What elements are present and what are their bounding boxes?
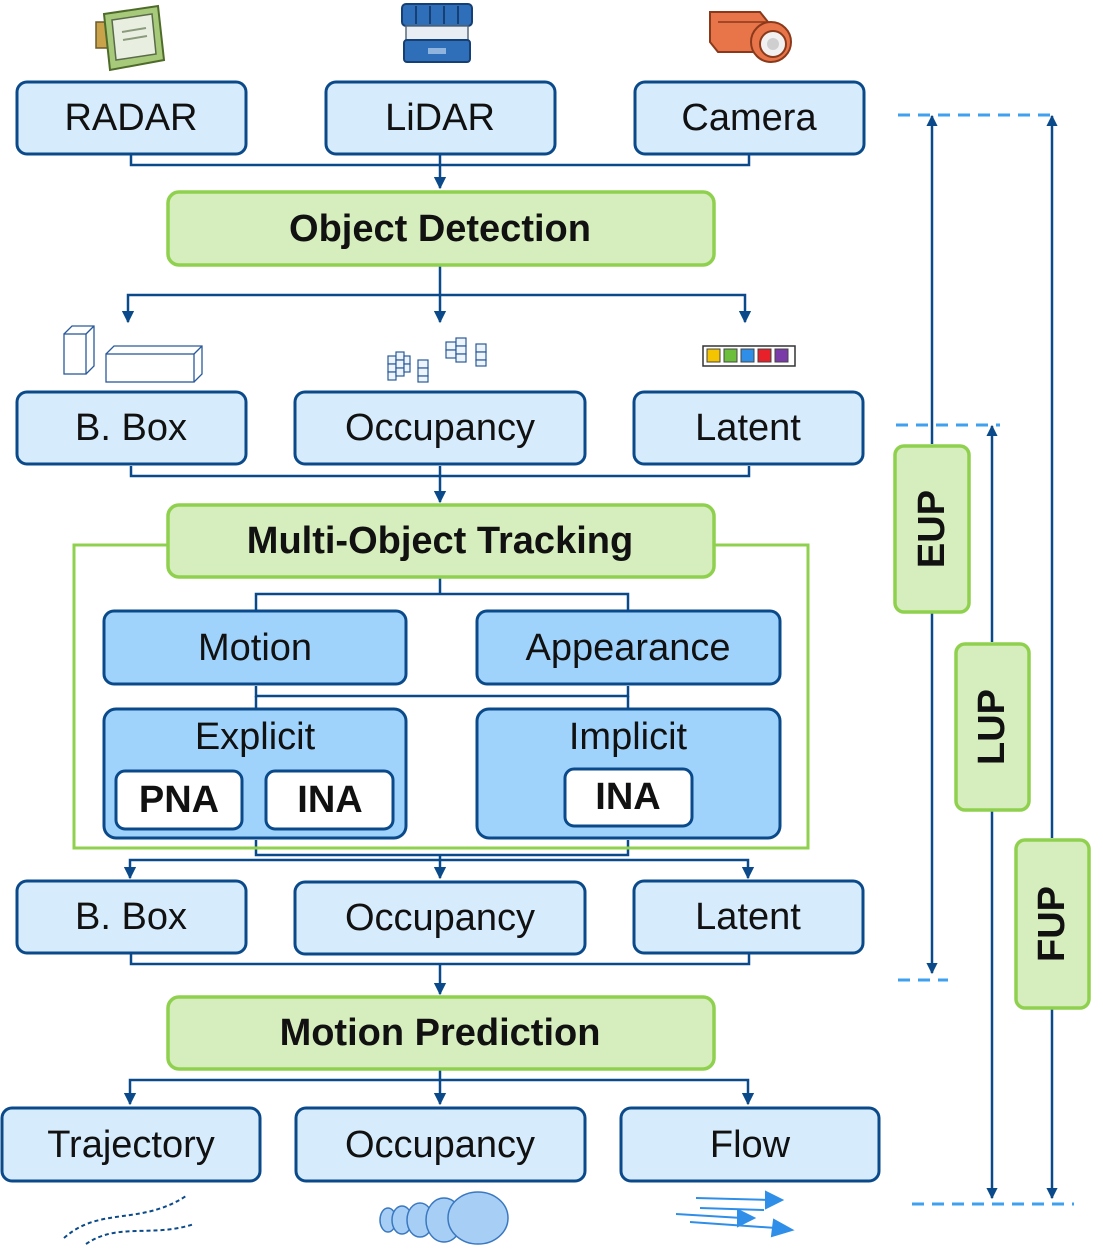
- stage-motion-prediction-label: Motion Prediction: [280, 1012, 601, 1054]
- tracking-output-latent: Latent: [632, 879, 865, 955]
- tracking-output-occupancy-label: Occupancy: [345, 897, 535, 939]
- occupancy-voxel-icon: [387, 337, 487, 383]
- fup-label: FUP: [1031, 886, 1073, 962]
- eup-label: EUP: [911, 490, 953, 568]
- prediction-output-flow: Flow: [619, 1106, 881, 1183]
- tracking-output-bbox-label: B. Box: [75, 896, 187, 938]
- tracking-model-explicit: Explicit PNA INA: [102, 707, 408, 840]
- radar-sensor-icon: [95, 4, 166, 72]
- prediction-output-trajectory: Trajectory: [0, 1106, 262, 1183]
- tracking-output-occupancy: Occupancy: [293, 880, 587, 956]
- tracking-model-implicit-label: Implicit: [569, 716, 688, 758]
- ina-implicit-label: INA: [595, 776, 660, 818]
- stage-object-detection: Object Detection: [166, 190, 716, 267]
- detection-output-latent: Latent: [632, 390, 865, 466]
- tracking-output-latent-label: Latent: [695, 896, 801, 938]
- pna-label: PNA: [139, 779, 219, 821]
- sensor-camera-box: Camera: [633, 80, 866, 156]
- lup-label: LUP: [971, 689, 1013, 765]
- stage-multi-object-tracking-label: Multi-Object Tracking: [247, 520, 633, 562]
- tracking-model-implicit: Implicit INA: [475, 707, 782, 840]
- detection-output-occupancy: Occupancy: [293, 390, 587, 466]
- eup-span: EUP: [893, 114, 971, 975]
- detection-output-latent-label: Latent: [695, 407, 801, 449]
- camera-sensor-icon: [709, 11, 792, 63]
- tracking-cue-appearance: Appearance: [475, 609, 782, 686]
- sensor-lidar-label: LiDAR: [385, 97, 495, 139]
- fup-span: FUP: [1014, 114, 1091, 1200]
- tracking-cue-appearance-label: Appearance: [526, 627, 731, 669]
- detection-output-bbox-label: B. Box: [75, 407, 187, 449]
- flow-arrows-icon: [675, 1190, 795, 1238]
- tracking-output-bbox: B. Box: [15, 879, 248, 955]
- ina-explicit-label: INA: [297, 779, 362, 821]
- occupancy-blob-icon: [379, 1191, 509, 1245]
- stage-multi-object-tracking: Multi-Object Tracking: [166, 503, 716, 579]
- paradigm-dashed-guides: [896, 113, 1074, 1206]
- bounding-box-icon: [63, 325, 203, 383]
- latent-feature-icon: [702, 345, 796, 367]
- sensor-camera-label: Camera: [681, 97, 817, 139]
- sensor-radar-label: RADAR: [64, 97, 197, 139]
- stage-object-detection-label: Object Detection: [289, 208, 591, 250]
- lidar-sensor-icon: [401, 3, 473, 63]
- prediction-output-occupancy-label: Occupancy: [345, 1124, 535, 1166]
- tracking-model-explicit-label: Explicit: [195, 716, 316, 758]
- lup-span: LUP: [954, 424, 1031, 1200]
- detection-output-occupancy-label: Occupancy: [345, 407, 535, 449]
- tracking-cue-motion: Motion: [102, 609, 408, 686]
- prediction-output-occupancy: Occupancy: [294, 1106, 587, 1183]
- sensor-lidar-box: LiDAR: [324, 80, 557, 156]
- trajectory-icon: [63, 1195, 195, 1245]
- prediction-output-flow-label: Flow: [710, 1124, 791, 1166]
- sensor-radar-box: RADAR: [15, 80, 248, 156]
- stage-motion-prediction: Motion Prediction: [166, 995, 716, 1071]
- detection-output-bbox: B. Box: [15, 390, 248, 466]
- tracking-cue-motion-label: Motion: [198, 627, 312, 669]
- prediction-output-trajectory-label: Trajectory: [47, 1124, 215, 1166]
